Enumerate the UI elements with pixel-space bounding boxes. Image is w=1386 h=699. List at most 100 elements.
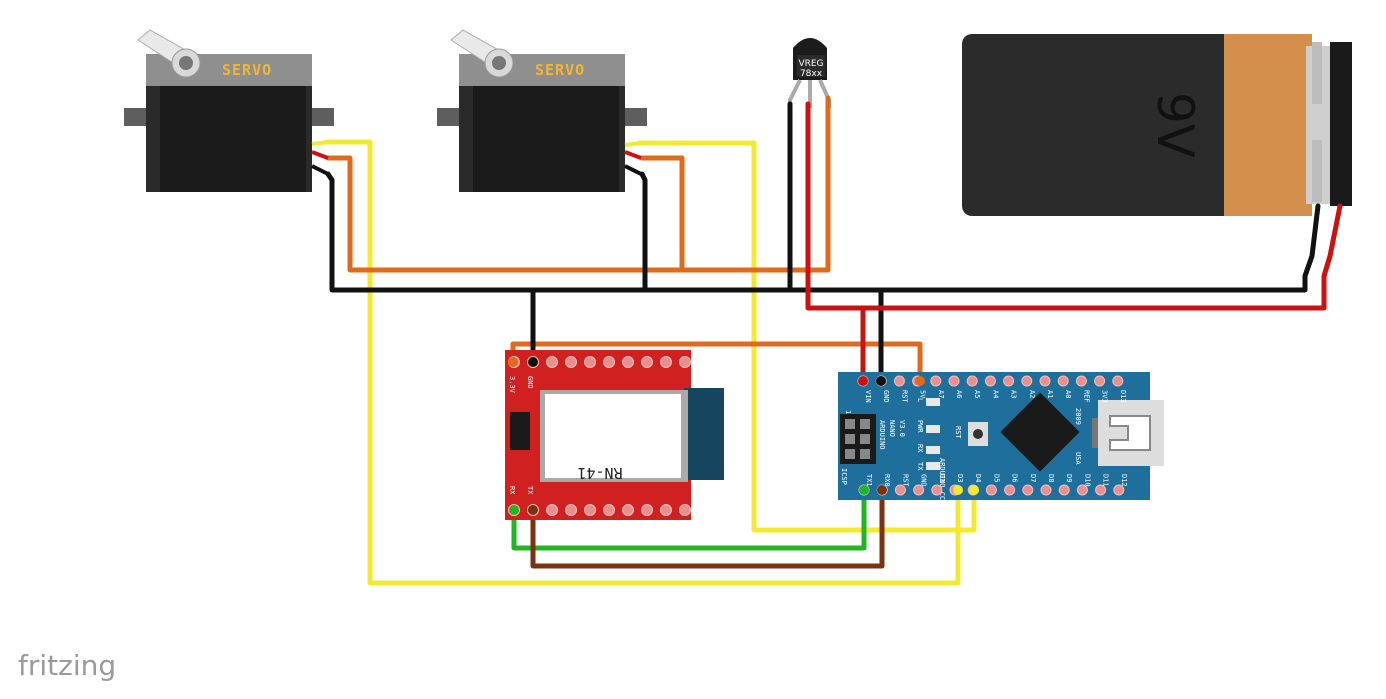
bt-pin-gnd-label: GND	[526, 376, 534, 389]
header-pin	[1040, 484, 1052, 496]
pin-label: D7	[1029, 474, 1037, 482]
servo-2-label: SERVO	[535, 61, 585, 79]
header-pin	[622, 356, 634, 368]
bluetooth-module: GND 3.3V RX TX RN-41	[505, 350, 724, 520]
header-pin	[948, 375, 960, 387]
bt-pin-rx-label: RX	[508, 486, 516, 495]
battery-9v: 9V	[962, 34, 1352, 216]
pin-label: 5V	[919, 390, 927, 399]
wire-servo2-signal	[637, 140, 977, 533]
pin-label: D12	[1120, 474, 1128, 487]
servo-motor-2: SERVO	[437, 29, 647, 192]
pin-label: RST	[901, 474, 909, 487]
wire-bt-rx	[511, 487, 867, 551]
header-pin	[565, 504, 577, 516]
header-pin	[1004, 484, 1016, 496]
icsp-header	[845, 419, 870, 459]
pin-label: REF	[1082, 390, 1090, 403]
pin-label: VIN	[864, 390, 872, 403]
header-pin	[641, 504, 653, 516]
regulator-label-1: VREG	[798, 59, 823, 69]
header-pin	[641, 356, 653, 368]
pin-label: A2	[1028, 390, 1036, 398]
pin-label: A5	[973, 390, 981, 398]
wire-servo1-power	[325, 95, 831, 273]
regulator-label-2: 78xx	[800, 69, 823, 79]
header-pin	[546, 356, 558, 368]
pin-label: 3V3	[1101, 390, 1109, 403]
servo-motor-1: SERVO	[124, 29, 334, 192]
bt-pin-33v-label: 3.3V	[508, 376, 516, 394]
header-pin	[660, 356, 672, 368]
pin-label: D9	[1065, 474, 1073, 482]
pin-label: GND	[882, 390, 890, 403]
pin-label: D8	[1047, 474, 1055, 482]
header-pin	[930, 375, 942, 387]
header-pin	[985, 484, 997, 496]
arduino-label-3: V3.0	[898, 420, 906, 437]
arduino-site-label: ARDUINO.CC	[938, 458, 946, 500]
header-pin	[931, 484, 943, 496]
header-pin	[1095, 484, 1107, 496]
arduino-usa-label: USA	[1074, 452, 1082, 465]
header-pin	[1094, 375, 1106, 387]
header-pin	[1058, 484, 1070, 496]
header-pin	[584, 356, 596, 368]
pin-label: D4	[974, 474, 982, 482]
reset-label: RST	[954, 426, 962, 439]
pin-label: D10	[1083, 474, 1091, 487]
header-pin	[1075, 375, 1087, 387]
pin-label: A1	[1046, 390, 1054, 398]
header-pin	[1021, 375, 1033, 387]
pin-label: RX0	[883, 474, 891, 487]
fritzing-logo: fritzing	[18, 649, 116, 682]
header-pin	[679, 356, 691, 368]
pin-label: A3	[1010, 390, 1018, 398]
mcu-chip	[1000, 392, 1080, 472]
header-pin	[1022, 484, 1034, 496]
pin-label: A4	[991, 390, 999, 398]
header-pin	[1057, 375, 1069, 387]
pin-label: A7	[937, 390, 945, 398]
arduino-year-label: 2009	[1074, 408, 1082, 425]
header-pin	[894, 484, 906, 496]
wire-servo2-power	[639, 155, 685, 273]
header-pin	[622, 504, 634, 516]
pin-label: D13	[1119, 390, 1127, 403]
led-pwr-label: PWR	[916, 420, 924, 433]
wire-servo1-signal	[323, 139, 961, 586]
header-pin	[603, 356, 615, 368]
pin-label: A6	[955, 390, 963, 398]
header-pin	[584, 504, 596, 516]
pin-label: D11	[1102, 474, 1110, 487]
header-pin	[546, 504, 558, 516]
pin-label: RST	[900, 390, 908, 403]
pin-label: D5	[992, 474, 1000, 482]
header-pin	[966, 375, 978, 387]
pin-label: TX1	[865, 474, 873, 487]
arduino-label-1: ARDUINO	[878, 420, 886, 450]
battery-label: 9V	[1146, 92, 1204, 158]
header-pin	[893, 375, 905, 387]
voltage-regulator: VREG 78xx	[788, 38, 831, 108]
wire-servo1-ground	[325, 171, 1321, 293]
header-pin	[679, 504, 691, 516]
status-leds	[926, 398, 940, 470]
bt-module-label: RN-41	[577, 464, 622, 482]
led-rx-label: RX	[916, 444, 924, 453]
header-pin	[1112, 375, 1124, 387]
wire-battery-positive	[805, 101, 1343, 311]
header-pin	[603, 504, 615, 516]
header-pin	[660, 504, 672, 516]
pin-label: D2	[938, 474, 946, 482]
header-pin	[1039, 375, 1051, 387]
icsp-label: ICSP	[840, 468, 848, 485]
header-pin	[913, 484, 925, 496]
header-pin	[1113, 484, 1125, 496]
led-tx-label: TX	[916, 462, 924, 471]
wire-bt-tx	[530, 487, 885, 569]
icsp-number-label: 1	[844, 410, 852, 414]
pin-label: D6	[1011, 474, 1019, 482]
pin-label: GND	[920, 474, 928, 487]
